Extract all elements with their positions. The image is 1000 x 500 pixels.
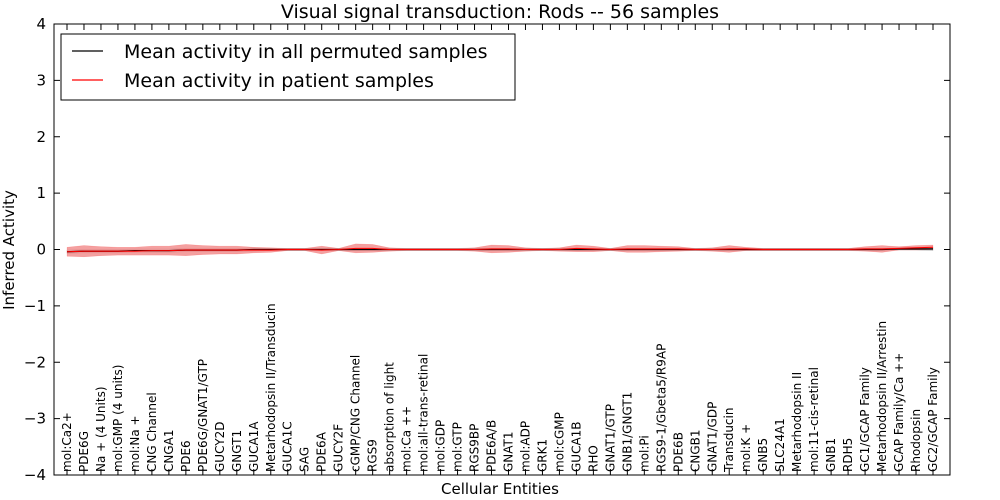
y-axis-label: Inferred Activity [0,190,18,310]
x-tick-label: RHO [586,445,600,472]
x-tick-label: mol:ADP [518,421,532,472]
x-tick-label: SAG [298,447,312,472]
x-tick-label: mol:GDP [434,420,448,472]
x-tick-label: mol:Pi [637,435,651,472]
legend-label-patient: Mean activity in patient samples [124,70,434,92]
x-tick-label: GUCA1C [281,421,295,472]
y-tick-label: −4 [24,466,46,484]
plot-frame [53,23,951,476]
x-tick-label: GUCY2F [332,424,346,472]
x-tick-label: Rhodopsin [909,409,923,472]
y-tick-label: 4 [36,15,46,33]
y-tick-label: −1 [24,297,46,315]
y-tick-label: 1 [36,184,46,202]
y-tick-label: 0 [36,241,46,259]
x-tick-label: Transducin [722,408,736,473]
series-line-1 [66,246,934,253]
x-tick-label: GUCA1A [247,421,261,472]
y-axis: −4 −3 −2 −1 0 1 2 3 4 [24,15,950,484]
x-tick-label: GNAT1 [501,431,515,472]
x-tick-label: RDH5 [841,438,855,472]
x-tick-label: absorption of light [383,362,397,472]
x-tick-label: mol:Ca ++ [400,406,414,472]
x-tick-label: PDE6B [671,432,685,472]
x-tick-label: PDE6A/B [485,420,499,472]
x-tick-label: GNB1/GNGT1 [620,392,634,472]
x-tick-label: GC1/GCAP Family [858,367,872,472]
x-tick-label: GC2/GCAP Family [926,367,940,472]
x-tick-label: GRK1 [535,439,549,472]
x-tick-label: RGS9-1/Gbeta5/R9AP [654,344,668,472]
chart-title: Visual signal transduction: Rods -- 56 s… [281,1,719,23]
x-tick-label: mol:GTP [451,422,465,472]
x-tick-label: GNAT1/GDP [705,402,719,472]
x-tick-label: CNGA1 [162,430,176,473]
x-tick-label: mol:Ca2+ [60,412,74,472]
x-tick-label: RGS9BP [468,424,482,472]
y-tick-label: −2 [24,353,46,371]
y-tick-label: −3 [24,410,46,428]
legend-label-permuted: Mean activity in all permuted samples [124,41,487,63]
x-tick-label: SLC24A1 [773,418,787,472]
x-tick-label: GCAP Family/Ca ++ [892,353,906,472]
x-tick-label: GUCY2D [213,422,227,472]
x-tick-label: GNAT1/GTP [603,404,617,472]
x-tick-label: CNG Channel [145,392,159,472]
x-tick-label: Na + (4 Units) [94,386,108,472]
x-tick-label: PDE6G [77,431,91,472]
x-tick-label: PDE6A [315,431,329,472]
x-tick-label: Metarhodopsin II [790,372,804,472]
x-tick-label: mol:GMP (4 units) [111,365,125,472]
x-tick-label: GNGT1 [230,430,244,472]
x-tick-label: RGS9 [366,439,380,472]
legend-box [60,33,516,101]
x-tick-label: mol:Na + [128,415,142,472]
x-axis-label: Cellular Entities [441,480,559,498]
x-tick-label: PDE6G/GNAT1/GTP [196,359,210,472]
x-tick-label: Metarhodopsin II/Transducin [264,303,278,472]
x-tick-label: PDE6 [179,440,193,472]
x-tick-label: GNB1 [824,438,838,472]
x-tick-label: mol:11-cis-retinal [807,367,821,472]
x-tick-label: CNGB1 [688,429,702,472]
x-tick-label: Metarhodopsin II/Arrestin [875,321,889,472]
legend: Mean activity in all permuted samples Me… [60,33,516,101]
x-tick-label: GNB5 [756,438,770,472]
x-tick-label: mol:K + [739,424,753,472]
x-tick-label: mol:cGMP [552,412,566,472]
x-tick-label: mol:all-trans-retinal [417,354,431,472]
y-tick-label: 3 [36,71,46,89]
series-lines [66,246,934,253]
y-tick-label: 2 [36,128,46,146]
x-tick-label: cGMP/CNG Channel [349,355,363,472]
x-tick-label: GUCA1B [569,421,583,472]
